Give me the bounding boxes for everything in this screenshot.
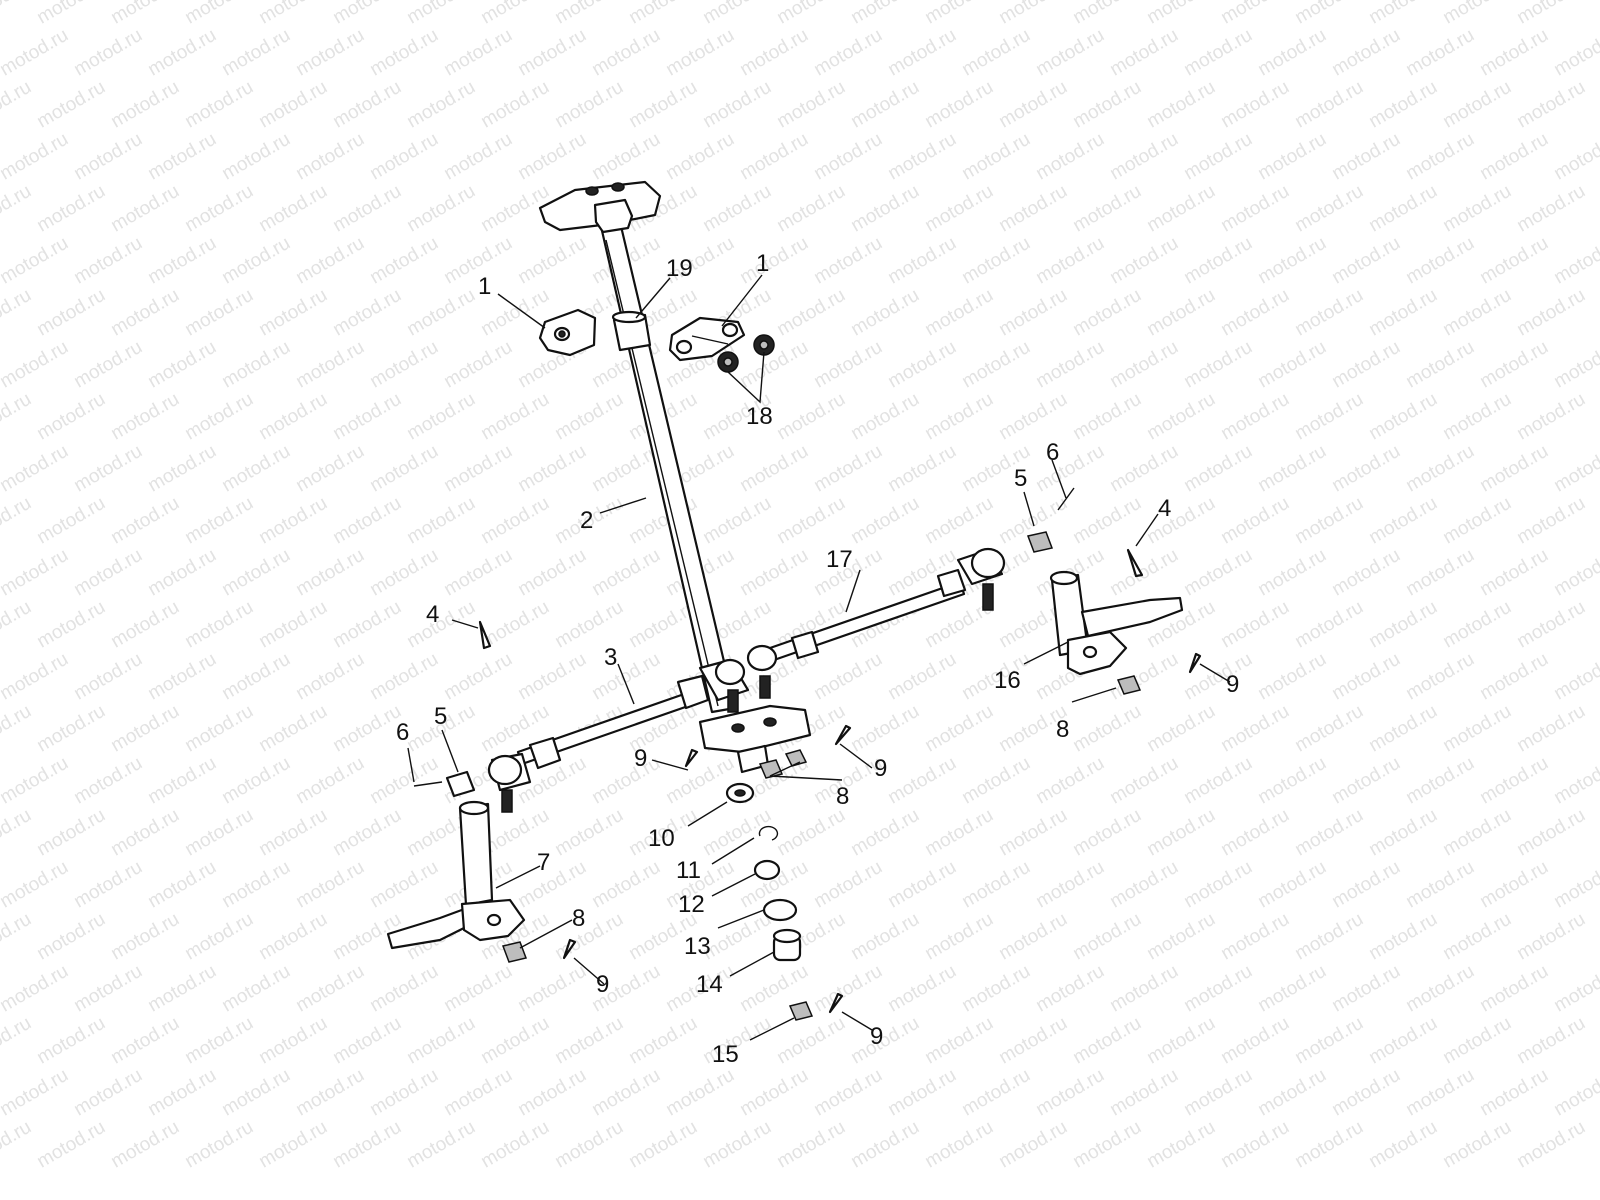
callout-1-right: 1 bbox=[756, 250, 769, 277]
steering-plate-part bbox=[538, 180, 662, 234]
callout-16: 16 bbox=[994, 667, 1021, 694]
leader-lines bbox=[407, 274, 1231, 1041]
callout-1-left: 1 bbox=[478, 273, 491, 300]
callout-4-right: 4 bbox=[1158, 495, 1171, 522]
cotter-pin-6-part bbox=[413, 487, 1075, 787]
bushing-13-part bbox=[762, 898, 798, 922]
callout-5-right: 5 bbox=[1014, 465, 1027, 492]
column-clamp-right-part bbox=[668, 316, 746, 362]
callout-9-bottom: 9 bbox=[870, 1023, 883, 1050]
callout-4-left: 4 bbox=[426, 601, 439, 628]
callout-14: 14 bbox=[696, 971, 723, 998]
bushing-19-part bbox=[611, 310, 652, 352]
nut-15-part bbox=[788, 1001, 814, 1021]
pitman-joint-part bbox=[698, 644, 778, 713]
tie-rod-left-part bbox=[487, 674, 710, 813]
callout-6-right: 6 bbox=[1046, 439, 1059, 466]
callout-12: 12 bbox=[678, 891, 705, 918]
steering-column-part bbox=[598, 220, 737, 714]
callout-9-center: 9 bbox=[634, 745, 647, 772]
washer-10-part bbox=[725, 782, 755, 804]
callout-8-left: 8 bbox=[572, 905, 585, 932]
nut-8-part bbox=[501, 675, 1142, 963]
callout-17: 17 bbox=[826, 546, 853, 573]
callout-9-left: 9 bbox=[596, 971, 609, 998]
callout-9-right: 9 bbox=[1226, 671, 1239, 698]
callout-8-right: 8 bbox=[1056, 716, 1069, 743]
callout-3: 3 bbox=[604, 644, 617, 671]
knuckle-left-part bbox=[386, 800, 526, 950]
callout-labels: 1 1 19 18 2 6 5 4 17 4 3 16 9 8 6 5 9 9 … bbox=[396, 250, 1239, 1068]
callout-13: 13 bbox=[684, 933, 711, 960]
castle-nut-5-part bbox=[445, 531, 1054, 798]
callout-11: 11 bbox=[676, 857, 701, 884]
cotter-pin-9-part bbox=[562, 652, 1202, 1014]
circlip-11-part bbox=[758, 825, 779, 841]
callout-19: 19 bbox=[666, 255, 693, 282]
callout-5-left: 5 bbox=[434, 703, 447, 730]
callout-8-center: 8 bbox=[836, 783, 849, 810]
bushing-14-part bbox=[772, 928, 802, 962]
callout-7: 7 bbox=[537, 849, 550, 876]
callout-18: 18 bbox=[746, 403, 773, 430]
knuckle-right-part bbox=[1049, 570, 1184, 676]
bushing-12-part bbox=[753, 859, 781, 881]
callout-9-center-right: 9 bbox=[874, 755, 887, 782]
callout-10: 10 bbox=[648, 825, 675, 852]
callout-15: 15 bbox=[712, 1041, 739, 1068]
column-clamp-left-part bbox=[538, 308, 597, 357]
callout-6-left: 6 bbox=[396, 719, 409, 746]
cotter-pin-4-part bbox=[478, 548, 1144, 650]
callout-2: 2 bbox=[580, 507, 593, 534]
tie-rod-right-part bbox=[768, 547, 1006, 662]
